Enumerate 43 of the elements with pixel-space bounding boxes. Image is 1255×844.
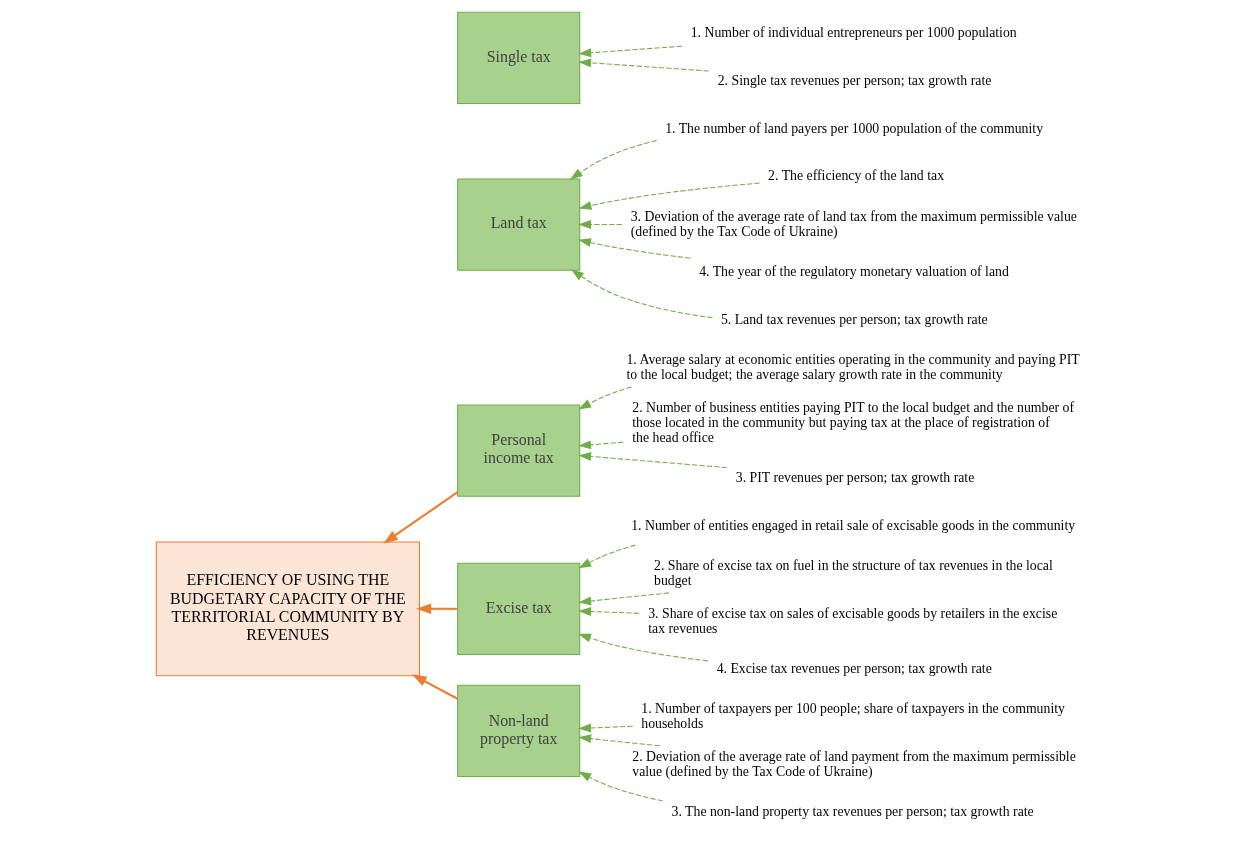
arrow — [578, 238, 691, 259]
arrow — [578, 386, 633, 410]
node-box: Excise tax — [457, 562, 581, 655]
arrow — [578, 220, 623, 230]
arrow — [578, 440, 624, 450]
node-text: 4. Excise tax revenues per person; tax growth rate — [716, 660, 992, 676]
arrow — [578, 607, 640, 616]
arrow — [411, 674, 459, 700]
arrow — [578, 452, 728, 469]
node-box: EFFICIENCY OF USING THE BUDGETARY CAPACITY OF THE TERRITORIAL COMMUNITY BY REVENUES — [155, 541, 420, 677]
node-text: 2. Number of business entities paying PIT to the local budget and the number of those located in the community but paying tax at the place of registration of the head office — [632, 399, 1075, 445]
arrow — [578, 182, 761, 210]
node-text: 1. Number of taxpayers per 100 people; share of taxpayers in the community households — [641, 701, 1065, 732]
node-text: 3. Share of excise tax on sales of excisable goods by retailers in the excise tax revenues — [648, 605, 1058, 636]
node-box: Single tax — [457, 11, 581, 105]
node-text: 2. Single tax revenues per person; tax growth rate — [717, 72, 992, 88]
node-text: 1. Number of entities engaged in retail sale of excisable goods in the community — [631, 517, 1076, 533]
arrow — [578, 58, 710, 72]
node-text: 5. Land tax revenues per person; tax growth rate — [720, 311, 988, 327]
node-text: 2. Deviation of the average rate of land payment from the maximum permissible value (defined by the Tax Code of Ukraine) — [632, 749, 1076, 779]
arrow — [416, 603, 458, 614]
arrow — [578, 734, 661, 747]
node-text: 3. Deviation of the average rate of land tax from the maximum permissible value (defined by the Tax Code of Ukraine) — [630, 208, 1077, 239]
node-text: 3. The non-land property tax revenues per person; tax growth rate — [671, 804, 1034, 820]
node-text: 1. Number of individual entrepreneurs per 1000 population — [690, 25, 1017, 41]
arrow — [571, 269, 713, 319]
arrow — [578, 723, 634, 733]
node-text: 4. The year of the regulatory monetary valuation of land — [699, 263, 1009, 279]
node-box: Personal income tax — [457, 404, 581, 497]
node-text: 1. Average salary at economic entities operating in the community and paying PIT to the local budget; the average salary growth rate in the community — [626, 352, 1080, 382]
node-text: 1. The number of land payers per 1000 population of the community — [665, 120, 1044, 136]
node-text: 2. Share of excise tax on fuel in the structure of tax revenues in the local budget — [654, 557, 1053, 588]
node-box: Non-land property tax — [457, 684, 581, 778]
arrow — [569, 140, 658, 180]
node-box: Land tax — [457, 178, 581, 271]
arrow — [383, 491, 459, 544]
arrow — [578, 592, 670, 606]
arrow — [578, 45, 683, 58]
arrow — [578, 771, 664, 802]
arrow — [578, 544, 637, 569]
node-text: 3. PIT revenues per person; tax growth rate — [735, 469, 975, 485]
arrow — [578, 633, 709, 662]
node-text: 2. The efficiency of the land tax — [768, 168, 945, 184]
